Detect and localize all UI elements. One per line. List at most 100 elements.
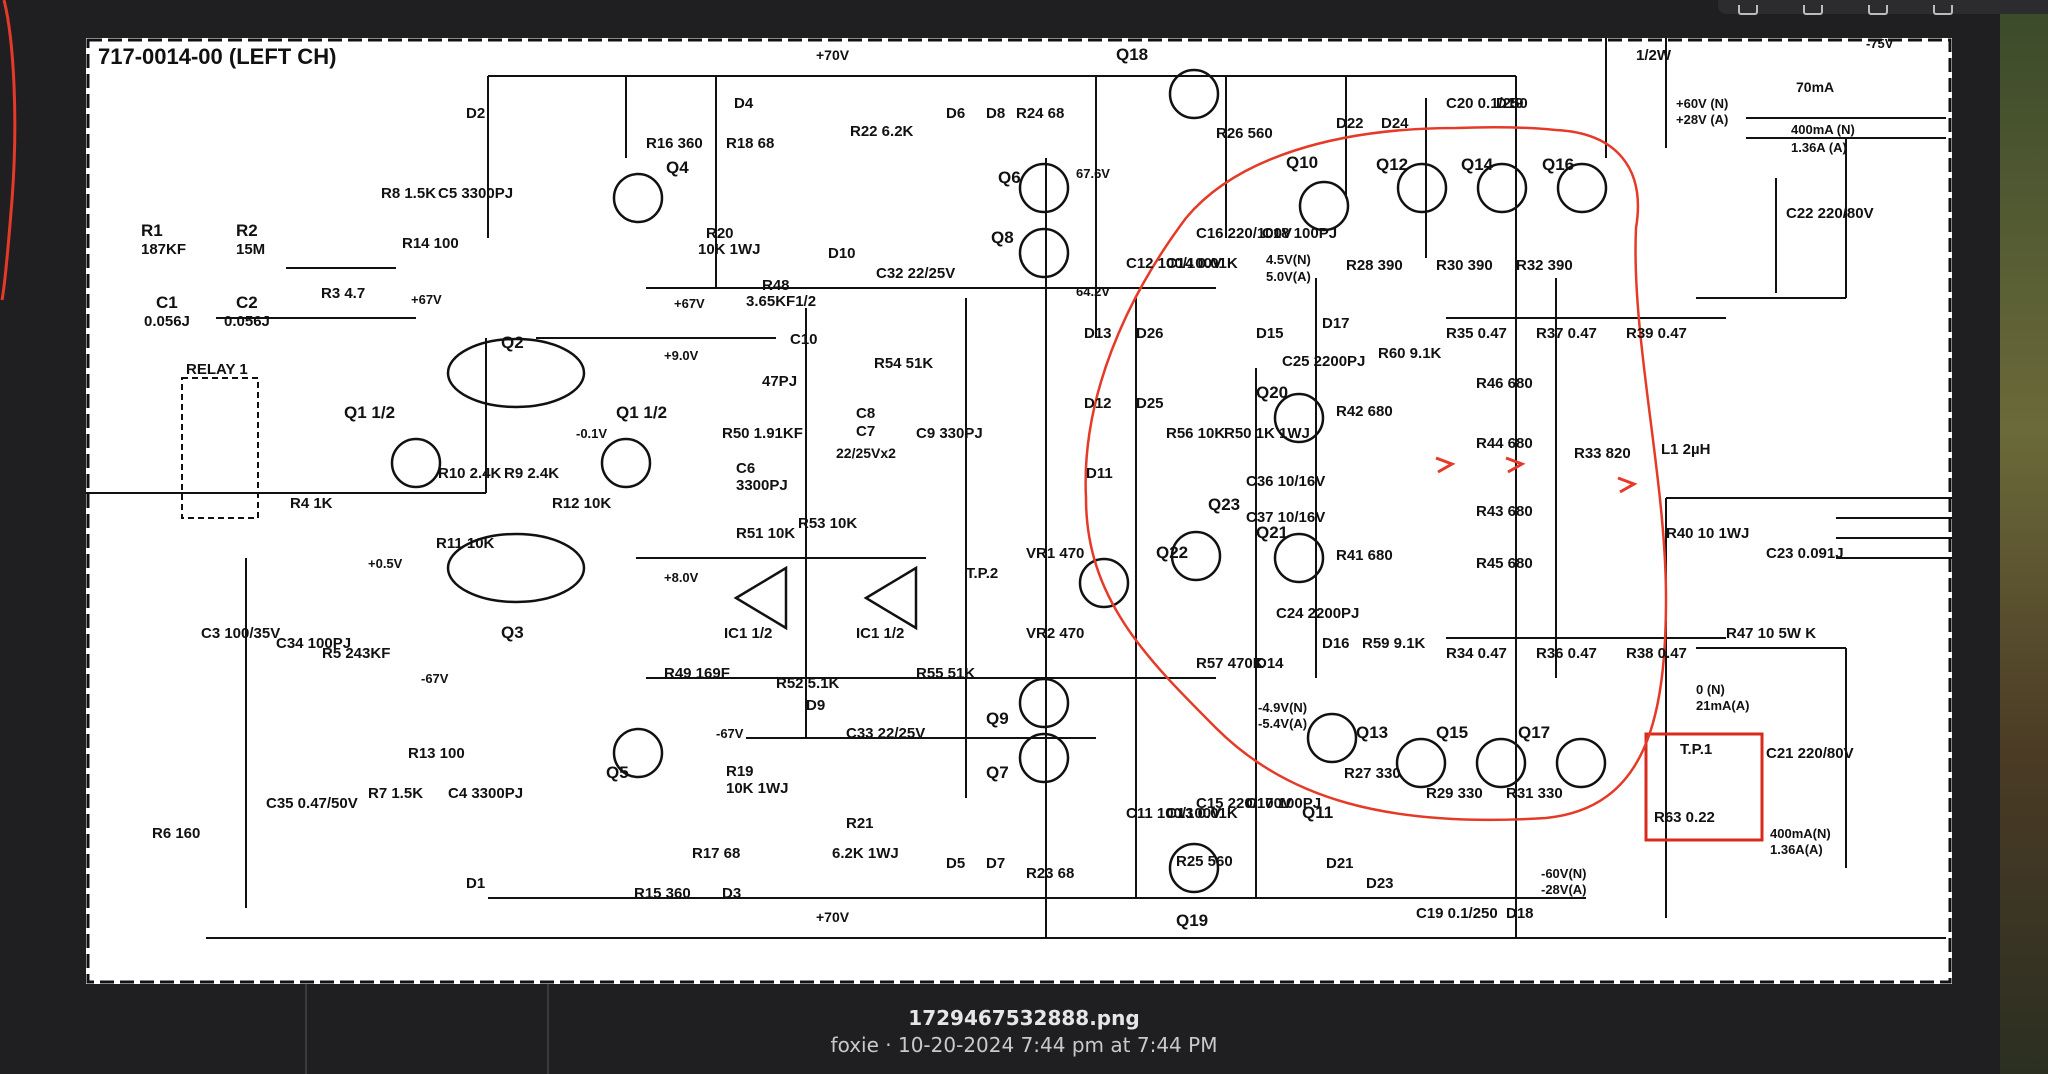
svg-text:R29 330: R29 330: [1426, 785, 1483, 802]
svg-text:0.056J: 0.056J: [224, 313, 270, 330]
svg-text:C20 0.1/250: C20 0.1/250: [1446, 95, 1528, 112]
svg-text:R2: R2: [236, 221, 258, 240]
svg-text:400mA(N): 400mA(N): [1770, 826, 1831, 841]
zoom-icon[interactable]: [1738, 5, 1758, 15]
svg-text:R17 68: R17 68: [692, 845, 740, 862]
underlying-page-edge: [305, 984, 549, 1074]
svg-text:D24: D24: [1381, 115, 1409, 132]
svg-text:C12 100/100V: C12 100/100V: [1126, 255, 1222, 272]
svg-text:Q18: Q18: [1116, 45, 1148, 64]
svg-text:Q7: Q7: [986, 763, 1009, 782]
svg-text:R50 1.91KF: R50 1.91KF: [722, 425, 803, 442]
svg-text:C33 22/25V: C33 22/25V: [846, 725, 925, 742]
svg-text:L1 2µH: L1 2µH: [1661, 441, 1711, 458]
svg-text:1.36A (A): 1.36A (A): [1791, 140, 1847, 155]
svg-text:R39 0.47: R39 0.47: [1626, 325, 1687, 342]
svg-text:VR2 470: VR2 470: [1026, 625, 1084, 642]
svg-text:R25 560: R25 560: [1176, 853, 1233, 870]
schematic-image: 717-0014-00 (LEFT CH) +70V Q18 1/2W -75V…: [86, 38, 1952, 984]
svg-text:D14: D14: [1256, 655, 1284, 672]
svg-text:C35 0.47/50V: C35 0.47/50V: [266, 795, 358, 812]
svg-text:D17: D17: [1322, 315, 1350, 332]
expand-icon[interactable]: [1868, 5, 1889, 15]
svg-text:R57 470K: R57 470K: [1196, 655, 1264, 672]
svg-text:C21 220/80V: C21 220/80V: [1766, 745, 1854, 762]
svg-text:R38 0.47: R38 0.47: [1626, 645, 1687, 662]
svg-text:C15 220/100V: C15 220/100V: [1196, 795, 1292, 812]
svg-text:R49 169F: R49 169F: [664, 665, 730, 682]
image-meta: foxie · 10-20-2024 7:44 pm at 7:44 PM: [830, 1033, 1218, 1057]
svg-text:R34 0.47: R34 0.47: [1446, 645, 1507, 662]
svg-text:3.65KF1/2: 3.65KF1/2: [746, 293, 816, 310]
svg-text:R41 680: R41 680: [1336, 547, 1393, 564]
svg-text:Q9: Q9: [986, 709, 1009, 728]
svg-text:D25: D25: [1136, 395, 1164, 412]
svg-text:D15: D15: [1256, 325, 1284, 342]
svg-text:10K 1WJ: 10K 1WJ: [726, 780, 789, 797]
svg-text:R19: R19: [726, 763, 754, 780]
svg-text:D23: D23: [1366, 875, 1394, 892]
svg-text:D13: D13: [1084, 325, 1112, 342]
svg-text:R3 4.7: R3 4.7: [321, 285, 365, 302]
svg-text:C9 330PJ: C9 330PJ: [916, 425, 983, 442]
svg-text:R44 680: R44 680: [1476, 435, 1533, 452]
svg-text:R22 6.2K: R22 6.2K: [850, 123, 914, 140]
svg-text:C4 3300PJ: C4 3300PJ: [448, 785, 523, 802]
svg-text:400mA (N): 400mA (N): [1791, 122, 1855, 137]
svg-text:Q21: Q21: [1256, 523, 1288, 542]
svg-text:R33 820: R33 820: [1574, 445, 1631, 462]
svg-text:R32 390: R32 390: [1516, 257, 1573, 274]
svg-text:64.2V: 64.2V: [1076, 284, 1110, 299]
svg-text:Q4: Q4: [666, 158, 689, 177]
post-time: 7:44 PM: [1136, 1033, 1218, 1057]
svg-text:C18 100PJ: C18 100PJ: [1262, 225, 1337, 242]
svg-text:Q17: Q17: [1518, 723, 1550, 742]
post-date: 10-20-2024 7:44 pm: [897, 1033, 1105, 1057]
svg-text:+70V: +70V: [816, 47, 850, 63]
svg-text:Q16: Q16: [1542, 155, 1574, 174]
svg-text:Q1 1/2: Q1 1/2: [616, 403, 667, 422]
svg-text:R45 680: R45 680: [1476, 555, 1533, 572]
svg-text:R10 2.4K: R10 2.4K: [438, 465, 502, 482]
svg-text:Q3: Q3: [501, 623, 524, 642]
svg-text:R52 5.1K: R52 5.1K: [776, 675, 840, 692]
svg-text:R12 10K: R12 10K: [552, 495, 611, 512]
svg-text:R28 390: R28 390: [1346, 257, 1403, 274]
svg-text:R15 360: R15 360: [634, 885, 691, 902]
svg-text:67.6V: 67.6V: [1076, 166, 1110, 181]
svg-text:6.2K 1WJ: 6.2K 1WJ: [832, 845, 899, 862]
svg-text:C37 10/16V: C37 10/16V: [1246, 509, 1325, 526]
svg-text:D10: D10: [828, 245, 856, 262]
svg-text:+9.0V: +9.0V: [664, 348, 699, 363]
open-icon[interactable]: [1933, 5, 1954, 15]
svg-text:R9 2.4K: R9 2.4K: [504, 465, 559, 482]
svg-text:Q11: Q11: [1302, 803, 1333, 822]
svg-text:R59 9.1K: R59 9.1K: [1362, 635, 1426, 652]
svg-text:R27 330: R27 330: [1344, 765, 1401, 782]
svg-text:R55 51K: R55 51K: [916, 665, 975, 682]
svg-text:R24 68: R24 68: [1016, 105, 1064, 122]
svg-text:-5.4V(A): -5.4V(A): [1258, 716, 1307, 731]
svg-text:R6 160: R6 160: [152, 825, 200, 842]
author-name[interactable]: foxie: [830, 1033, 879, 1057]
svg-text:R46 680: R46 680: [1476, 375, 1533, 392]
svg-text:70mA: 70mA: [1796, 79, 1834, 95]
svg-text:IC1 1/2: IC1 1/2: [856, 625, 904, 642]
svg-text:R42 680: R42 680: [1336, 403, 1393, 420]
svg-text:C24 2200PJ: C24 2200PJ: [1276, 605, 1359, 622]
svg-text:D1: D1: [466, 875, 485, 892]
svg-text:D8: D8: [986, 105, 1005, 122]
svg-text:C11 100/100V: C11 100/100V: [1126, 805, 1221, 822]
svg-text:D19: D19: [1496, 95, 1524, 112]
svg-text:+70V: +70V: [816, 909, 850, 925]
svg-text:D7: D7: [986, 855, 1005, 872]
svg-text:C17 100PJ: C17 100PJ: [1246, 795, 1321, 812]
svg-text:Q2: Q2: [501, 333, 524, 352]
svg-text:D22: D22: [1336, 115, 1364, 132]
svg-text:R63 0.22: R63 0.22: [1654, 809, 1715, 826]
svg-text:R11 10K: R11 10K: [436, 535, 495, 552]
svg-text:C34 100PJ: C34 100PJ: [276, 635, 351, 652]
save-icon[interactable]: [1803, 5, 1824, 15]
svg-text:VR1 470: VR1 470: [1026, 545, 1084, 562]
